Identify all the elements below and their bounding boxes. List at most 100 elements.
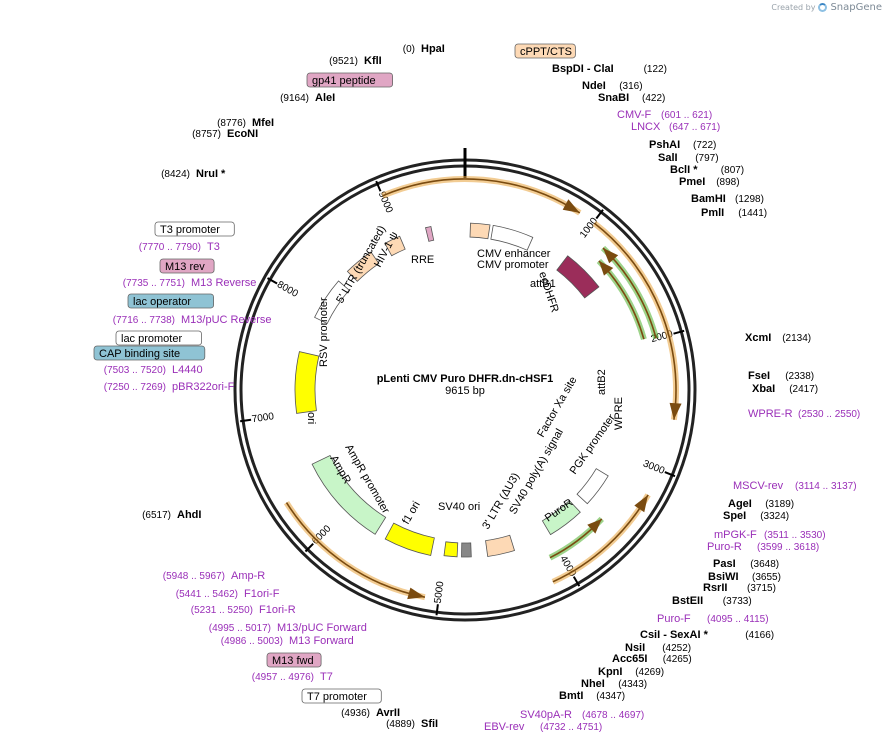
primer-range: (4995 .. 5017) [209,623,271,634]
feature-label: SV40 poly(A) signal [507,427,566,517]
snapgene-brand: Created by SnapGene [771,2,882,13]
gp41-feature [425,226,435,242]
sv40-polya-feature [461,542,472,558]
site-position: (4889) [386,719,415,730]
primer-range: (7735 .. 7751) [123,278,185,289]
site-name: NsiI [625,642,645,654]
site-position: (2134) [782,333,811,344]
created-by-text: Created by [771,3,816,12]
orf-arc-top-arrowhead [562,199,580,213]
site-name: BstEII [672,595,703,607]
site-name: SfiI [421,718,438,730]
primer-name: LNCX [631,121,661,133]
site-name: SalI [658,152,678,164]
green-arc-outer-arrowhead [602,248,619,264]
primer-name: mPGK-F [714,529,757,541]
feature-label: RRE [411,254,434,266]
f1-ori-feature [384,522,435,556]
site-position: (807) [721,165,744,176]
plasmid-name: pLenti CMV Puro DHFR.dn-cHSF1 [377,373,554,385]
feature-label: SV40 ori [438,501,480,513]
site-name: PmeI [679,176,705,188]
feature-box-label: cPPT/CTS [520,46,572,58]
site-position: (1298) [735,194,764,205]
site-name: Acc65I [612,653,647,665]
site-name: NruI * [196,168,226,180]
primer-name: L4440 [172,364,203,376]
feature-label: ori [305,412,317,424]
primer-name: T7 [320,671,333,683]
site-position: (9164) [280,93,309,104]
primer-name: SV40pA-R [520,709,572,721]
feature-box-label: gp41 peptide [312,75,376,87]
feature-label: CMV enhancer [477,248,551,260]
site-name: AvrII [376,707,400,719]
site-name: KflI [364,55,382,67]
site-position: (722) [693,140,716,151]
feature-box [301,688,382,704]
site-position: (3189) [765,499,794,510]
site-position: (422) [642,93,665,104]
feature-box [115,330,202,346]
site-name: KpnI [598,666,622,678]
site-position: (3715) [747,583,776,594]
feature-box-label: lac promoter [121,333,182,345]
site-position: (8776) [217,118,246,129]
site-position: (3648) [750,559,779,570]
site-name: EcoNI [227,128,258,140]
feature-box-label: CAP binding site [99,348,180,360]
tick-mark [595,209,604,220]
site-position: (8424) [161,169,190,180]
primer-range: (4986 .. 5003) [221,636,283,647]
primer-range: (7770 .. 7790) [139,242,201,253]
feature-label: CMV promoter [477,259,549,271]
primer-range: (3511 .. 3530) [764,530,826,541]
primer-name: F1ori-R [259,604,296,616]
site-position: (4347) [596,691,625,702]
site-name: BspDI - ClaI [552,63,614,75]
feature-box-label: lac operator [133,296,191,308]
rsv-promoter-feature [314,280,350,324]
primer-name: M13/pUC Reverse [181,314,271,326]
tick-mark [664,471,676,478]
orf-arc-lower-left-line [285,502,426,598]
green-arc-inner-arrowhead [598,260,614,276]
site-position: (3655) [752,572,781,583]
site-name: AhdI [177,509,201,521]
site-position: (3733) [723,596,752,607]
ecdhfr-feature [556,255,600,299]
primer-name: M13 Reverse [191,277,256,289]
site-position: (0) [403,44,415,55]
primer-range: (2530 .. 2550) [798,409,860,420]
site-position: (2338) [785,371,814,382]
site-position: (4936) [341,708,370,719]
feature-box [159,258,215,274]
primer-range: (4732 .. 4751) [540,722,602,733]
feature-box [93,345,206,361]
ltr3-feature [485,534,516,557]
site-name: FseI [748,370,770,382]
site-name: BclI * [670,164,698,176]
site-name: XcmI [745,332,771,344]
cmv-enhancer-feature [490,224,534,251]
tick-mark [673,329,685,335]
tick-mark [572,576,581,587]
tick-label: 8000 [275,279,300,300]
feature-label: ecDHFR [536,270,560,314]
site-name: PmlI [701,207,724,219]
primer-name: M13/pUC Forward [277,622,367,634]
green-arc-puro-arrowhead [587,518,602,534]
primer-name: pBR322ori-F [172,381,235,393]
primer-range: (4095 .. 4115) [707,614,769,625]
ltr5-feature [346,251,380,282]
site-name: HpaI [421,43,445,55]
feature-label: PGK promoter [568,412,618,477]
site-position: (797) [695,153,718,164]
site-position: (4265) [663,654,692,665]
primer-range: (3114 .. 3137) [795,481,857,492]
snapgene-logo-icon [818,3,828,12]
puror-feature [541,499,581,536]
ori-feature [294,351,320,414]
feature-label: WPRE [613,397,625,430]
site-position: (4166) [745,630,774,641]
